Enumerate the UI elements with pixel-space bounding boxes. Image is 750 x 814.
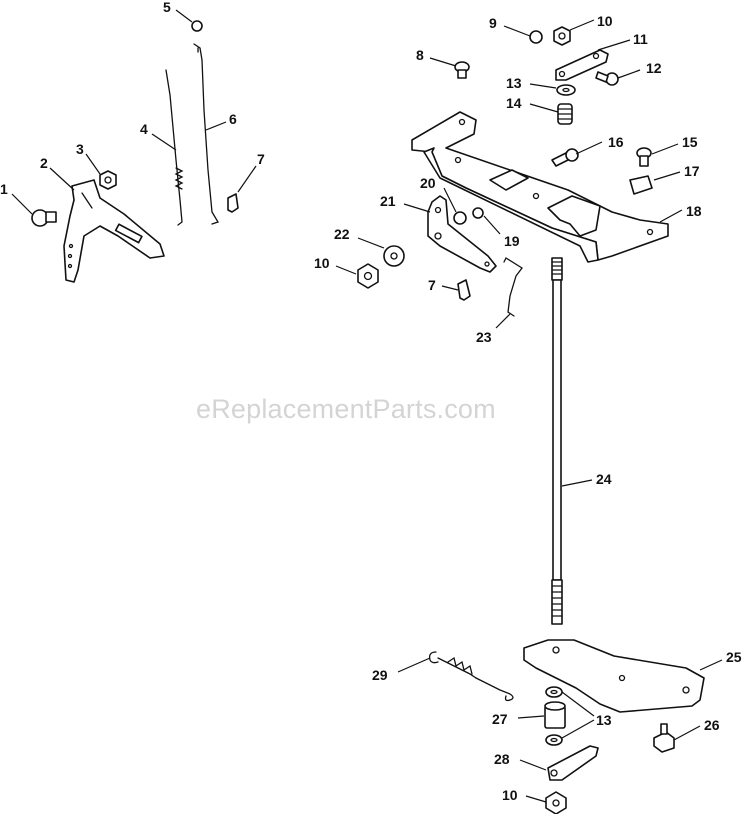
rod-part-6 — [193, 43, 219, 225]
screw-part-8 — [454, 61, 470, 79]
callout-26: 26 — [704, 717, 720, 733]
clip-part-17 — [629, 175, 653, 195]
callout-29: 29 — [372, 667, 388, 683]
callout-5: 5 — [163, 0, 171, 15]
screw-part-26 — [653, 723, 675, 753]
callout-13-top: 13 — [506, 75, 522, 91]
nut-part-10-top — [553, 26, 571, 46]
nut-part-10-bottom — [545, 791, 567, 814]
callout-8: 8 — [416, 47, 424, 63]
nut-part-3 — [99, 170, 117, 190]
callout-24: 24 — [596, 471, 612, 487]
callout-23: 23 — [476, 329, 492, 345]
callout-14: 14 — [506, 95, 522, 111]
bracket-part-2 — [63, 179, 165, 283]
rod-part-23 — [503, 257, 523, 317]
callout-22: 22 — [334, 226, 350, 242]
bushing-part-27 — [544, 701, 566, 729]
lever-part-21 — [427, 195, 497, 273]
callout-27: 27 — [492, 711, 508, 727]
clip-part-7 — [227, 193, 239, 213]
callout-3: 3 — [76, 141, 84, 157]
clip-part-7-mid — [457, 279, 471, 301]
rod-part-24 — [551, 257, 563, 625]
callout-4: 4 — [140, 121, 148, 137]
callout-20: 20 — [420, 175, 436, 191]
washer-part-13-top — [556, 84, 576, 96]
screw-part-1 — [31, 209, 57, 227]
spring-rod-part-4 — [165, 69, 184, 226]
nut-part-5 — [191, 20, 203, 32]
callout-13-lower: 13 — [596, 712, 612, 728]
callout-25: 25 — [726, 649, 742, 665]
callout-15: 15 — [682, 134, 698, 150]
callout-19: 19 — [504, 233, 520, 249]
spring-part-29 — [428, 651, 514, 702]
callout-10-top: 10 — [597, 13, 613, 29]
callout-10-mid: 10 — [314, 255, 330, 271]
lever-part-28 — [547, 745, 599, 781]
callout-21: 21 — [380, 193, 396, 209]
leader-lines — [11, 9, 723, 803]
watermark: eReplacementParts.com — [196, 394, 496, 424]
screw-part-12 — [595, 71, 619, 86]
callout-6: 6 — [229, 111, 237, 127]
screw-part-16 — [551, 148, 579, 167]
callout-1: 1 — [0, 181, 8, 197]
washer-part-13-lower-a — [545, 686, 563, 698]
callout-12: 12 — [646, 60, 662, 76]
main-bracket-part-18 — [411, 111, 669, 263]
callout-16: 16 — [608, 134, 624, 150]
callout-7-mid: 7 — [428, 277, 436, 293]
nut-part-20 — [453, 211, 467, 225]
washer-part-22 — [383, 245, 405, 267]
callout-2: 2 — [40, 155, 48, 171]
callout-7-upper: 7 — [257, 151, 265, 167]
nut-part-9 — [529, 30, 543, 44]
callout-10-bottom: 10 — [502, 787, 518, 803]
callout-9: 9 — [489, 15, 497, 31]
washer-part-19 — [472, 207, 484, 219]
screw-part-15 — [636, 147, 652, 167]
callout-17: 17 — [684, 163, 700, 179]
plate-part-25 — [523, 639, 705, 713]
callout-labels: 1 2 3 4 5 6 7 8 9 10 11 12 13 14 16 15 1… — [0, 0, 742, 803]
callout-11: 11 — [633, 31, 648, 47]
spring-part-14 — [557, 103, 573, 125]
nut-part-10-mid — [357, 263, 379, 289]
washer-part-13-lower-b — [545, 734, 563, 746]
callout-18: 18 — [686, 203, 702, 219]
callout-28: 28 — [494, 751, 510, 767]
